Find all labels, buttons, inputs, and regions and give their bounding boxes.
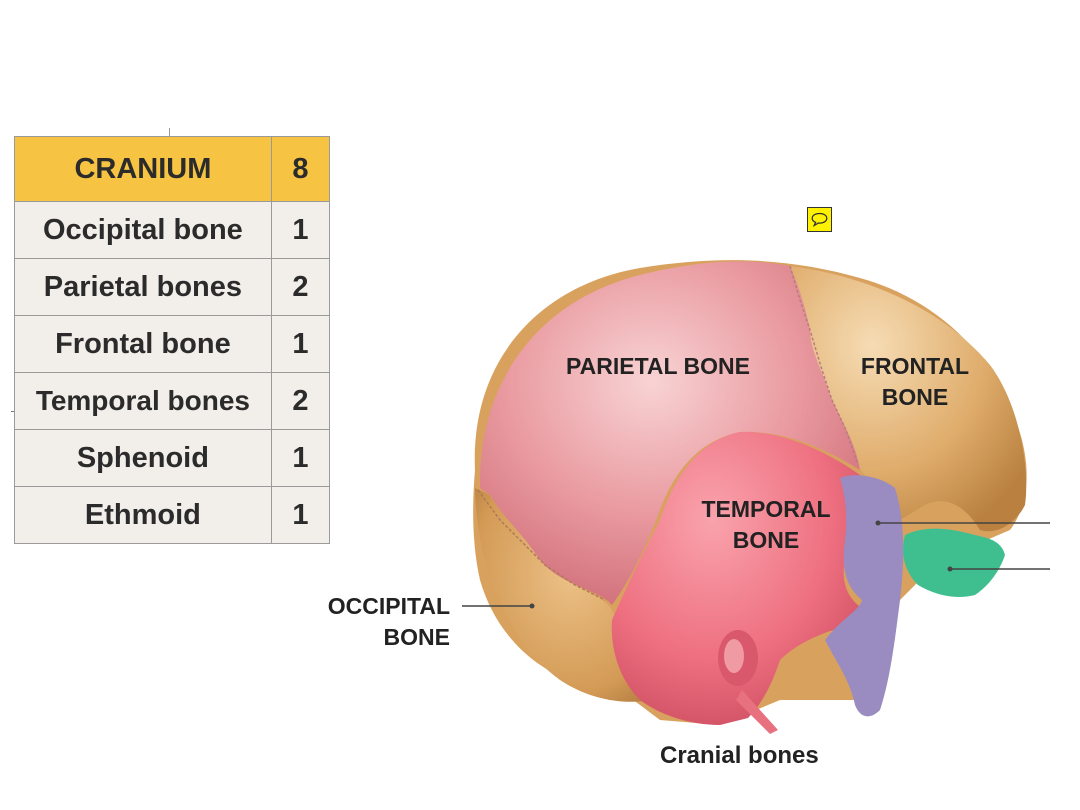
row-count-cell: 1: [270, 429, 331, 487]
table-header-row: CRANIUM 8: [14, 136, 331, 202]
table-tick-mark-left: [11, 411, 16, 412]
table-row: Sphenoid 1: [14, 429, 331, 487]
row-count-cell: 2: [270, 372, 331, 430]
occipital-label-line-2: BONE: [383, 624, 450, 650]
row-name-cell: Frontal bone: [14, 315, 272, 373]
frontal-label-line-2: BONE: [881, 384, 949, 410]
cranium-bones-table: CRANIUM 8 Occipital bone 1 Parietal bone…: [14, 136, 331, 544]
row-count-cell: 1: [270, 486, 331, 544]
occipital-bone-label: OCCIPITAL BONE: [300, 591, 450, 653]
row-count-cell: 1: [270, 315, 331, 373]
table-row: Ethmoid 1: [14, 486, 331, 544]
ethmoid-bone: [903, 528, 1005, 597]
row-name-cell: Ethmoid: [14, 486, 272, 544]
table-row: Parietal bones 2: [14, 258, 331, 316]
occipital-bone: [475, 488, 650, 702]
frontal-bone-label: FRONTAL BONE: [850, 351, 980, 413]
diagram-caption: Cranial bones: [660, 742, 819, 769]
row-count-cell: 2: [270, 258, 331, 316]
speech-bubble-icon[interactable]: [807, 207, 832, 232]
frontal-bone: [790, 266, 1027, 532]
temporal-label-line-1: TEMPORAL: [701, 496, 831, 522]
temporal-bone-label: TEMPORAL BONE: [690, 494, 842, 556]
row-name-cell: Occipital bone: [14, 201, 272, 259]
sphenoid-bone: [825, 475, 904, 717]
temporal-label-line-2: BONE: [732, 527, 800, 553]
lambdoid-suture: [477, 489, 606, 601]
table-tick-mark-top: [169, 128, 170, 136]
row-name-cell: Temporal bones: [14, 372, 272, 430]
parietal-bone: [479, 261, 860, 605]
header-count-cell: 8: [270, 136, 331, 202]
table-row: Temporal bones 2: [14, 372, 331, 430]
parietal-bone-label: PARIETAL BONE: [566, 353, 751, 379]
row-count-cell: 1: [270, 201, 331, 259]
table-row: Frontal bone 1: [14, 315, 331, 373]
row-name-cell: Sphenoid: [14, 429, 272, 487]
row-name-cell: Parietal bones: [14, 258, 272, 316]
temporal-bone: [611, 431, 862, 725]
table-row: Occipital bone 1: [14, 201, 331, 259]
header-name-cell: CRANIUM: [14, 136, 272, 202]
occipital-label-line-1: OCCIPITAL: [327, 593, 450, 619]
frontal-label-line-1: FRONTAL: [860, 353, 970, 379]
sagittal-suture: [789, 265, 859, 466]
